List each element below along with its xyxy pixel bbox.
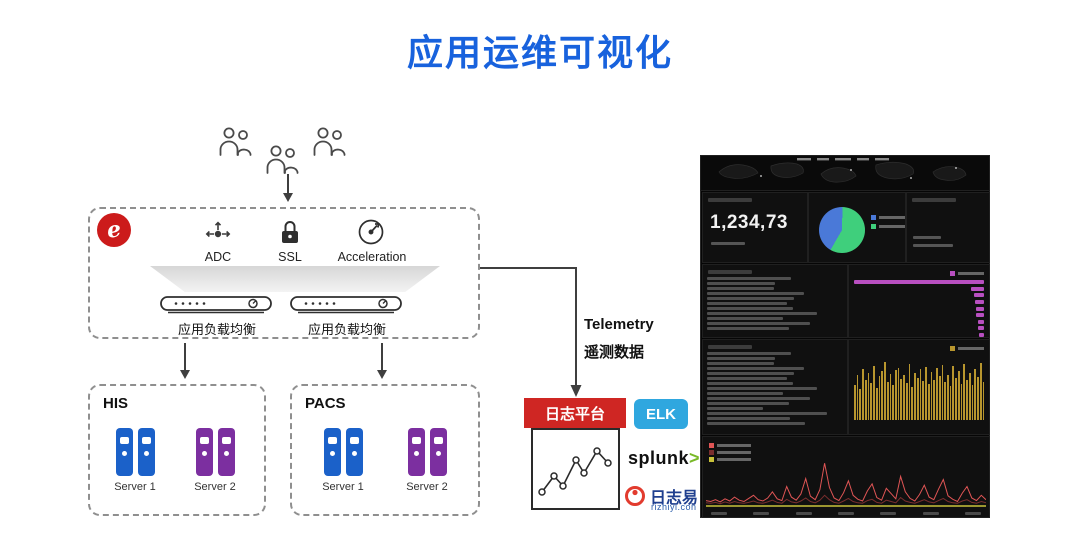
hbar-legend xyxy=(950,271,984,276)
line-legend-row xyxy=(709,450,751,455)
dashboard-map-panel xyxy=(700,155,990,191)
panel-title-placeholder xyxy=(708,270,752,274)
page-title: 应用运维可视化 xyxy=(406,32,673,73)
server-icon xyxy=(345,428,363,476)
log-table-panel xyxy=(702,339,848,435)
panel-title-placeholder xyxy=(708,345,752,349)
users-icon xyxy=(216,126,252,163)
vbar-legend-text-placeholder xyxy=(958,347,984,350)
splunk-wordmark: splunk xyxy=(628,448,690,468)
pacs-cluster-box: PACS Server 1 Server 2 xyxy=(290,384,480,516)
line-chart-panel xyxy=(702,436,990,518)
panel-title-placeholder xyxy=(708,198,752,202)
server-icon xyxy=(323,428,341,476)
vbar-legend-swatch xyxy=(950,346,955,351)
server-icon xyxy=(429,428,447,476)
x-axis-labels-placeholder xyxy=(711,512,981,515)
ssl-lock-icon xyxy=(278,218,302,251)
line-chart xyxy=(706,463,986,507)
load-balancer-device xyxy=(288,290,406,323)
pie-chart xyxy=(819,207,865,253)
rizhiyi-wordmark: 日志易 xyxy=(650,490,699,507)
acceleration-label: Acceleration xyxy=(337,250,407,264)
vbar-chart xyxy=(854,356,985,420)
log-platform-header: 日志平台 xyxy=(524,398,626,428)
server-icon xyxy=(217,428,235,476)
pie-legend-row xyxy=(871,215,905,220)
log-table-panel xyxy=(702,264,848,338)
vbar-legend xyxy=(950,346,984,351)
adc-label: ADC xyxy=(204,250,232,264)
line-legend-row xyxy=(709,457,751,462)
server-group: Server 2 xyxy=(404,428,450,493)
users-icon xyxy=(263,144,299,181)
logo-glyph: e xyxy=(105,216,123,244)
log-list xyxy=(703,274,847,331)
server-group: Server 1 xyxy=(320,428,366,493)
server-icon xyxy=(137,428,155,476)
acceleration-gauge-icon xyxy=(356,217,386,252)
telemetry-label-cn: 遥测数据 xyxy=(584,344,645,361)
pacs-cluster-name: PACS xyxy=(305,395,346,412)
server-group: Server 2 xyxy=(192,428,238,493)
adc-icon xyxy=(204,219,232,252)
server-label: Server 1 xyxy=(322,481,364,493)
splunk-caret: > xyxy=(689,448,701,468)
hbar-legend-swatch xyxy=(950,271,955,276)
line-legend xyxy=(709,441,751,464)
ssl-label: SSL xyxy=(278,250,302,264)
big-number-panel: 1,234,73 xyxy=(702,192,808,263)
elk-logo: ELK xyxy=(634,399,688,429)
info-text-placeholder xyxy=(913,244,953,247)
load-balancer-label: 应用负载均衡 xyxy=(307,322,386,337)
lb-to-his-arrow xyxy=(179,343,190,379)
zigzag-chart xyxy=(538,447,612,496)
his-cluster-box: HIS Server 1 Server 2 xyxy=(88,384,266,516)
beam-shade xyxy=(150,266,440,292)
users-to-adc-arrow xyxy=(282,174,293,202)
users-icon xyxy=(310,126,346,163)
vbar-panel xyxy=(848,339,990,435)
panel-title-placeholder xyxy=(912,198,956,202)
rizhiyi-logo-icon xyxy=(623,482,647,515)
server-icon xyxy=(195,428,213,476)
pie-legend xyxy=(871,211,905,233)
server-group: Server 1 xyxy=(112,428,158,493)
info-panel xyxy=(906,192,990,263)
load-balancer-label: 应用负载均衡 xyxy=(177,322,256,337)
telemetry-label-en: Telemetry xyxy=(584,316,654,333)
server-icon xyxy=(115,428,133,476)
big-number-caption-placeholder xyxy=(711,242,745,245)
load-balancer-device xyxy=(158,290,276,323)
lb-to-pacs-arrow xyxy=(376,343,387,379)
his-cluster-name: HIS xyxy=(103,395,129,412)
server-label: Server 2 xyxy=(406,481,448,493)
server-label: Server 2 xyxy=(194,481,236,493)
array-networks-logo: e xyxy=(97,213,131,247)
world-map xyxy=(718,158,967,183)
big-number: 1,234,73 xyxy=(710,212,788,233)
telemetry-connector xyxy=(478,258,590,409)
server-label: Server 1 xyxy=(114,481,156,493)
info-text-placeholder xyxy=(913,236,941,239)
splunk-logo: splunk> xyxy=(628,448,700,469)
log-list xyxy=(703,349,847,426)
server-icon xyxy=(407,428,425,476)
log-platform-chart-card xyxy=(531,428,620,510)
hbar-panel xyxy=(848,264,990,351)
dashboard-screenshot: 1,234,73 xyxy=(700,155,990,518)
hbar-legend-text-placeholder xyxy=(958,272,984,275)
rizhiyi-domain: rizhiyi.con xyxy=(651,502,697,512)
pie-legend-row xyxy=(871,224,905,229)
line-legend-row xyxy=(709,443,751,448)
pie-panel xyxy=(808,192,906,263)
